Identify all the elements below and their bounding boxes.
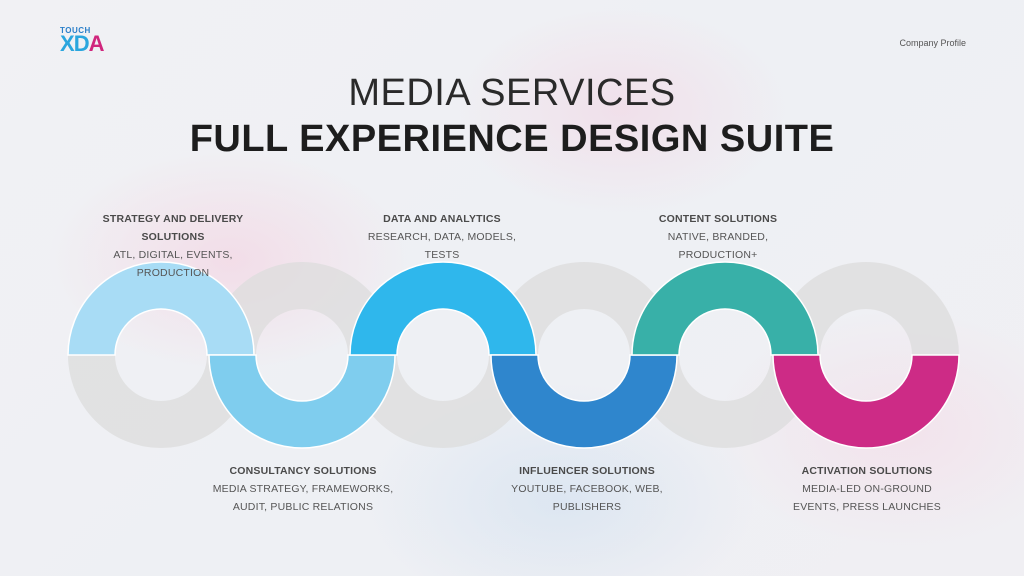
logo-touch-text: TOUCH: [60, 26, 91, 35]
label-influencer: INFLUENCER SOLUTIONS YOUTUBE, FACEBOOK, …: [502, 462, 672, 516]
label-title: STRATEGY AND DELIVERY SOLUTIONS: [102, 213, 244, 243]
label-data-analytics: DATA AND ANALYTICS RESEARCH, DATA, MODEL…: [362, 210, 522, 264]
label-detail: NATIVE, BRANDED, PRODUCTION+: [667, 231, 769, 261]
ghost-arc: [350, 355, 536, 448]
ghost-arc: [491, 262, 677, 355]
logo-xda-text: XDA: [60, 31, 104, 56]
label-detail: ATL, DIGITAL, EVENTS, PRODUCTION: [113, 249, 233, 279]
ghost-arc: [209, 262, 395, 355]
ghost-arc: [773, 262, 959, 355]
label-consultancy: CONSULTANCY SOLUTIONS MEDIA STRATEGY, FR…: [208, 462, 398, 516]
page-title: MEDIA SERVICES: [348, 72, 676, 114]
label-title: ACTIVATION SOLUTIONS: [801, 465, 933, 477]
label-title: CONSULTANCY SOLUTIONS: [229, 465, 377, 477]
wave-arc-6: [772, 354, 960, 449]
page-subtitle: FULL EXPERIENCE DESIGN SUITE: [189, 118, 835, 160]
label-detail: MEDIA STRATEGY, FRAMEWORKS, AUDIT, PUBLI…: [212, 483, 394, 513]
wave-arc-3: [349, 261, 537, 356]
label-detail: RESEARCH, DATA, MODELS, TESTS: [367, 231, 517, 261]
ghost-arc: [68, 355, 254, 448]
wave-arc-1: [67, 261, 255, 356]
label-detail: MEDIA-LED ON-GROUND EVENTS, PRESS LAUNCH…: [793, 483, 941, 513]
company-profile-label: Company Profile: [899, 38, 966, 48]
touch-xda-logo[interactable]: TOUCH XDA: [60, 26, 120, 58]
wave-arc-5: [631, 261, 819, 356]
ghost-arc: [632, 355, 818, 448]
wave-arc-4: [490, 354, 678, 449]
label-detail: YOUTUBE, FACEBOOK, WEB, PUBLISHERS: [511, 483, 663, 513]
label-activation: ACTIVATION SOLUTIONS MEDIA-LED ON-GROUND…: [792, 462, 942, 516]
label-content: CONTENT SOLUTIONS NATIVE, BRANDED, PRODU…: [648, 210, 788, 264]
wave-arc-2: [208, 354, 396, 449]
label-title: DATA AND ANALYTICS: [383, 213, 501, 225]
label-strategy-delivery: STRATEGY AND DELIVERY SOLUTIONS ATL, DIG…: [88, 210, 258, 282]
label-title: CONTENT SOLUTIONS: [658, 213, 778, 225]
label-title: INFLUENCER SOLUTIONS: [519, 465, 655, 477]
